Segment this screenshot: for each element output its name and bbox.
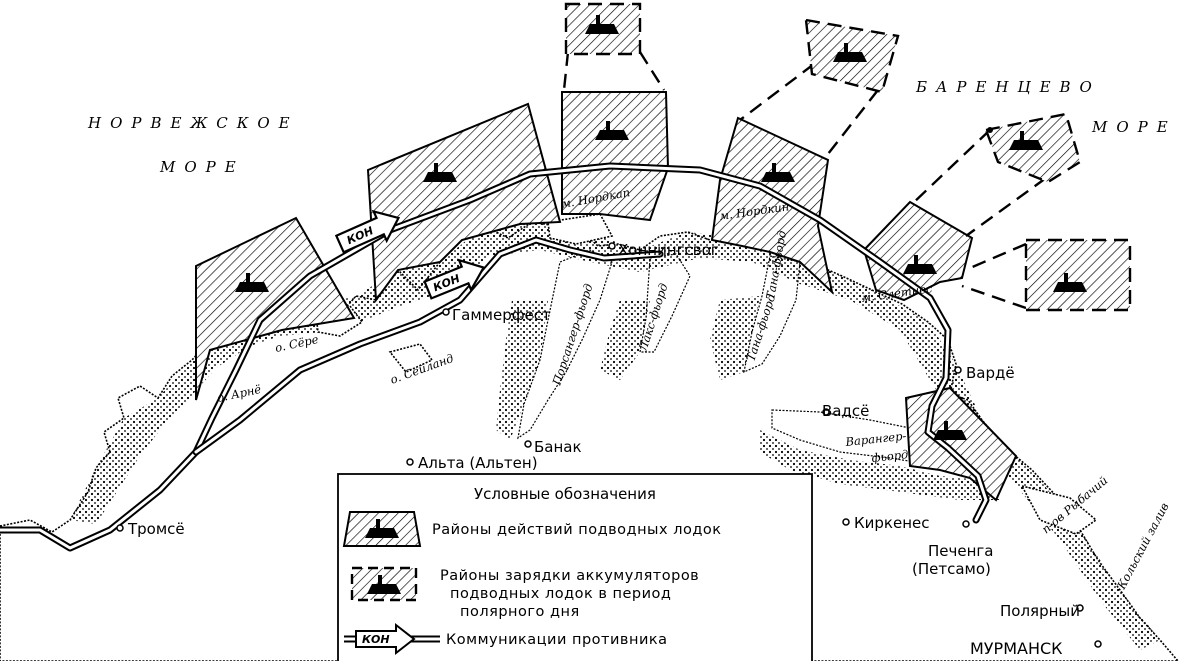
operation-zone-4 xyxy=(710,116,834,295)
city-label-petsamo: (Петсамо) xyxy=(912,560,991,578)
legend: Условные обозначения Районы действий под… xyxy=(337,473,813,661)
charging-zone-6 xyxy=(1024,238,1132,312)
buoy-dot xyxy=(987,127,993,133)
city-label-polyarny: Полярный xyxy=(1000,602,1080,620)
city-label-pechenga: Печенга xyxy=(928,542,993,560)
sea-label-norwegian-2: МОРЕ xyxy=(159,158,245,176)
city-markers xyxy=(116,242,1102,648)
city-label-vardo: Вардё xyxy=(966,364,1015,382)
city-dot-hammerfest xyxy=(442,308,450,316)
fjord-label-kola: Кольский залив xyxy=(1114,500,1172,592)
city-dot-kirkenes xyxy=(842,518,850,526)
legend-item-charging-1: Районы зарядки аккумуляторов xyxy=(440,568,699,584)
legend-title: Условные обозначения xyxy=(474,485,656,503)
charging-connector-3 xyxy=(562,51,666,91)
city-dot-honningsvog xyxy=(608,242,616,250)
route-inner-inner xyxy=(194,238,662,454)
city-dot-alta xyxy=(406,458,414,466)
charging-connector-6 xyxy=(961,242,1027,310)
convoy-arrow-icon: КОН xyxy=(423,258,486,300)
fjord-label-varanger-2: фьорд xyxy=(871,447,909,465)
fjord-shore-dots-3 xyxy=(710,296,760,380)
charging-connector-5 xyxy=(911,129,1047,237)
city-dot-polyarny xyxy=(1076,604,1084,612)
island-seiland xyxy=(388,343,434,373)
route-main-inner xyxy=(0,164,988,550)
legend-item-charging-2: подводных лодок в период xyxy=(450,586,671,602)
sea-label-norwegian-1: НОРВЕЖСКОЕ xyxy=(87,114,299,132)
legend-item-charging-3: полярного дня xyxy=(460,604,580,620)
city-dot-vardo xyxy=(954,366,962,374)
legend-item-route: Коммуникации противника xyxy=(446,632,668,648)
city-label-honningsvog: Хоннингсвог xyxy=(618,241,719,259)
city-label-tromso: Тромсё xyxy=(127,520,185,538)
fjord-label-varanger-1: Варангер- xyxy=(844,429,907,449)
sea-label-barents-2: МОРЕ xyxy=(1091,118,1177,136)
city-label-kirkenes: Киркенес xyxy=(854,514,930,532)
city-label-murmansk: МУРМАНСК xyxy=(970,639,1063,658)
coastline xyxy=(0,213,1180,661)
city-dot-murmansk xyxy=(1094,640,1102,648)
city-label-alta: Альта (Альтен) xyxy=(418,454,538,472)
city-label-hammerfest: Гаммерфест xyxy=(452,306,551,324)
legend-route-label: КОН xyxy=(362,633,390,646)
fjord-shore-dots xyxy=(496,300,548,440)
city-dot-tromso xyxy=(116,524,124,532)
varanger-shore-dots xyxy=(760,430,1000,500)
city-dot-vadso xyxy=(822,408,830,416)
island-mageroya xyxy=(547,213,614,245)
operation-zone-5 xyxy=(862,200,974,302)
island-rybachy xyxy=(1020,484,1098,535)
convoy-arrow-icon: КОН xyxy=(334,209,401,254)
charging-connector-4 xyxy=(739,63,879,155)
enemy-route: КОН КОН xyxy=(0,162,990,552)
city-label-vadso: Вадсё xyxy=(822,402,869,420)
operation-zone-3 xyxy=(561,91,670,222)
city-label-banak: Банак xyxy=(534,438,582,456)
city-dot-pechenga xyxy=(962,520,970,528)
legend-box xyxy=(337,473,813,661)
legend-route-symbol: КОН xyxy=(344,622,440,656)
convoy-arrow-icon: КОН xyxy=(355,622,416,656)
legend-item-operation: Районы действий подводных лодок xyxy=(432,522,722,538)
fjord-shore-dots-2 xyxy=(600,300,650,380)
sea-label-barents-1: БАРЕНЦЕВО xyxy=(915,78,1101,96)
city-dot-banak xyxy=(524,440,532,448)
